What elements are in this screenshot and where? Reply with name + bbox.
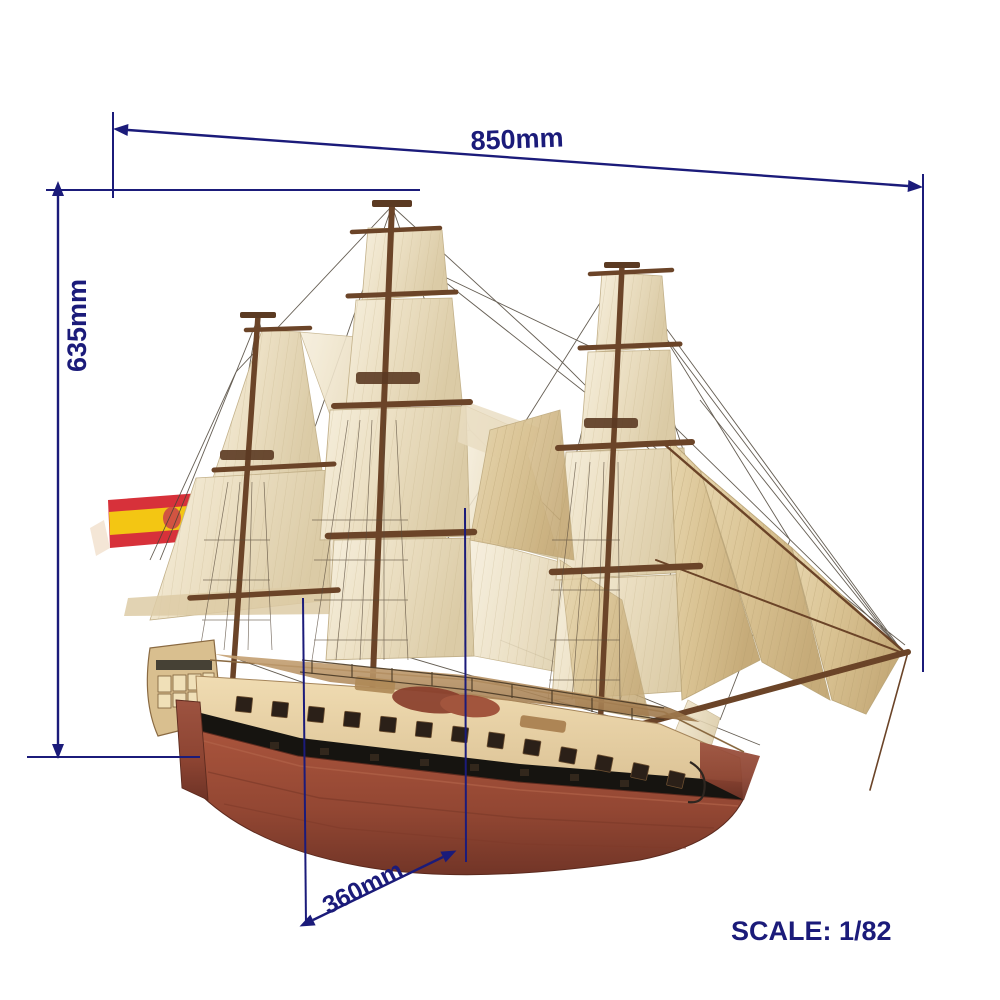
dimension-length-850mm	[113, 124, 923, 192]
masts-and-yards	[187, 203, 911, 791]
scale-label: SCALE: 1/82	[731, 916, 892, 946]
width-dimension-arrow	[299, 850, 457, 927]
dimension-label-length: 850mm	[470, 122, 565, 156]
extension-lines	[27, 112, 924, 926]
dimension-label-height: 635mm	[62, 278, 92, 372]
ext-line-width-left	[302, 597, 307, 926]
length-dimension-arrow	[113, 124, 923, 192]
shrouds	[199, 419, 621, 701]
dimension-width-360mm	[299, 850, 457, 927]
ship-hull	[146, 639, 760, 876]
gun-ports	[234, 695, 686, 789]
ext-line-width-right	[464, 507, 467, 863]
spanish-flag-icon	[90, 493, 202, 556]
mast-tops	[220, 200, 640, 460]
